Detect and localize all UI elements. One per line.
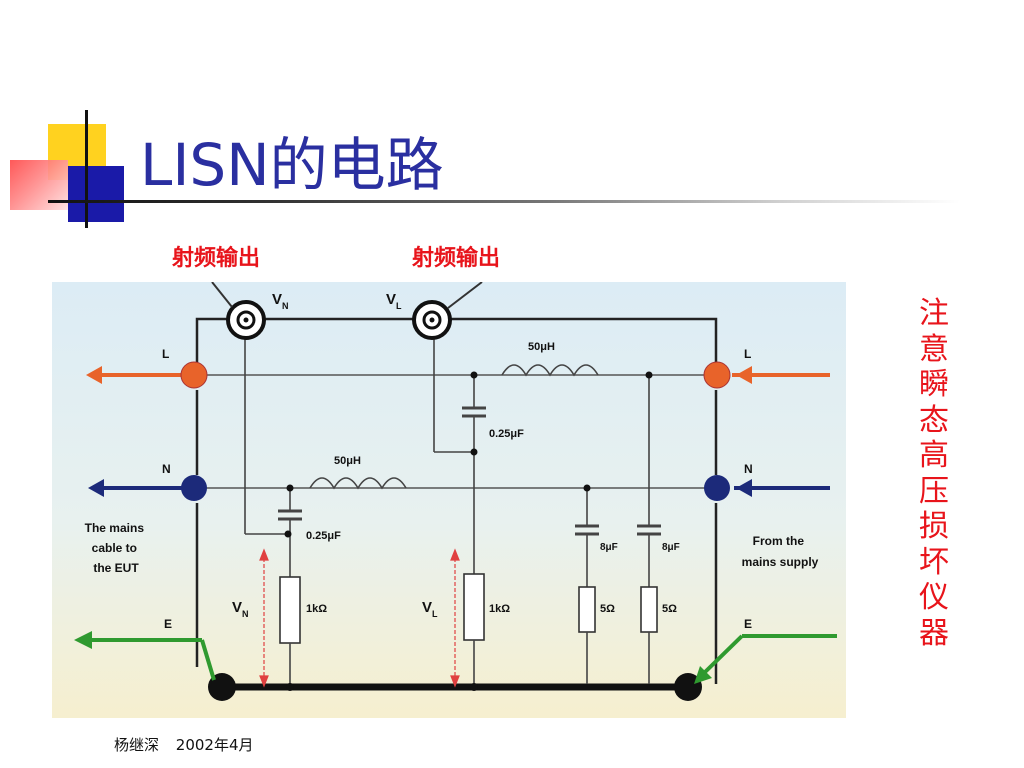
slide-title: LISN的电路: [140, 131, 444, 199]
label-E-right: E: [744, 617, 752, 631]
label-cap-L: 0.25μF: [489, 428, 524, 440]
node-dot: [286, 484, 294, 492]
filter-branch-N: [575, 488, 599, 684]
l-branch: [433, 329, 599, 684]
slide-footer: 杨继深 2002年4月: [114, 734, 254, 755]
node-dot: [645, 371, 653, 379]
node-dot: [470, 683, 478, 691]
label-res-1k-a: 1kΩ: [306, 603, 327, 615]
label-cap-8uF-a: 8μF: [600, 542, 618, 553]
label-inductor-N: 50μH: [334, 455, 361, 467]
label-vl-top: VL: [386, 291, 402, 311]
label-res-1k-b: 1kΩ: [489, 603, 510, 615]
n-branch: [244, 327, 407, 684]
label-L-left: L: [162, 347, 169, 361]
label-E-left: E: [164, 617, 172, 631]
deco-horizontal-rule: [48, 200, 960, 203]
deco-vertical-line: [85, 110, 88, 228]
node-dot: [470, 371, 478, 379]
node-dot: [284, 530, 292, 538]
label-vn-side: VN: [232, 599, 249, 619]
label-cap-8uF-b: 8μF: [662, 542, 680, 553]
lisn-circuit-diagram: L L N N E E VN VL VN VL 50μH 50μH 0.25μF…: [52, 282, 846, 718]
node-dot: [583, 484, 591, 492]
filter-branch-L: [637, 375, 661, 684]
label-res-5-a: 5Ω: [600, 603, 615, 615]
node-dot: [286, 683, 294, 691]
label-cap-N: 0.25μF: [306, 530, 341, 542]
label-vl-side: VL: [422, 599, 438, 619]
vertical-warning-note: 注 意 瞬 态 高 压 损 坏 仪 器: [919, 296, 949, 651]
label-vn-top: VN: [272, 291, 289, 311]
rf-connector-vn: [211, 282, 266, 340]
footer-date: 2002年4月: [175, 736, 254, 754]
rf-output-label-right: 射频输出: [412, 245, 501, 271]
rf-connector-vl: [412, 282, 483, 340]
deco-blue-square: [68, 166, 124, 222]
footer-author: 杨继深: [114, 736, 160, 754]
voltage-arrows: [259, 548, 460, 688]
label-N-left: N: [162, 462, 171, 476]
label-res-5-b: 5Ω: [662, 603, 677, 615]
caption-right: From the mains supply: [742, 534, 819, 569]
line-conductor-N: [88, 475, 830, 501]
label-N-right: N: [744, 462, 753, 476]
label-inductor-L: 50μH: [528, 341, 555, 353]
line-conductor-L: [86, 361, 830, 389]
node-dot: [470, 448, 478, 456]
label-L-right: L: [744, 347, 751, 361]
caption-left: The mains cable to the EUT: [85, 521, 148, 575]
earth-bus: [74, 631, 837, 701]
enclosure-box: [195, 317, 718, 684]
rf-output-label-left: 射频输出: [172, 245, 261, 271]
